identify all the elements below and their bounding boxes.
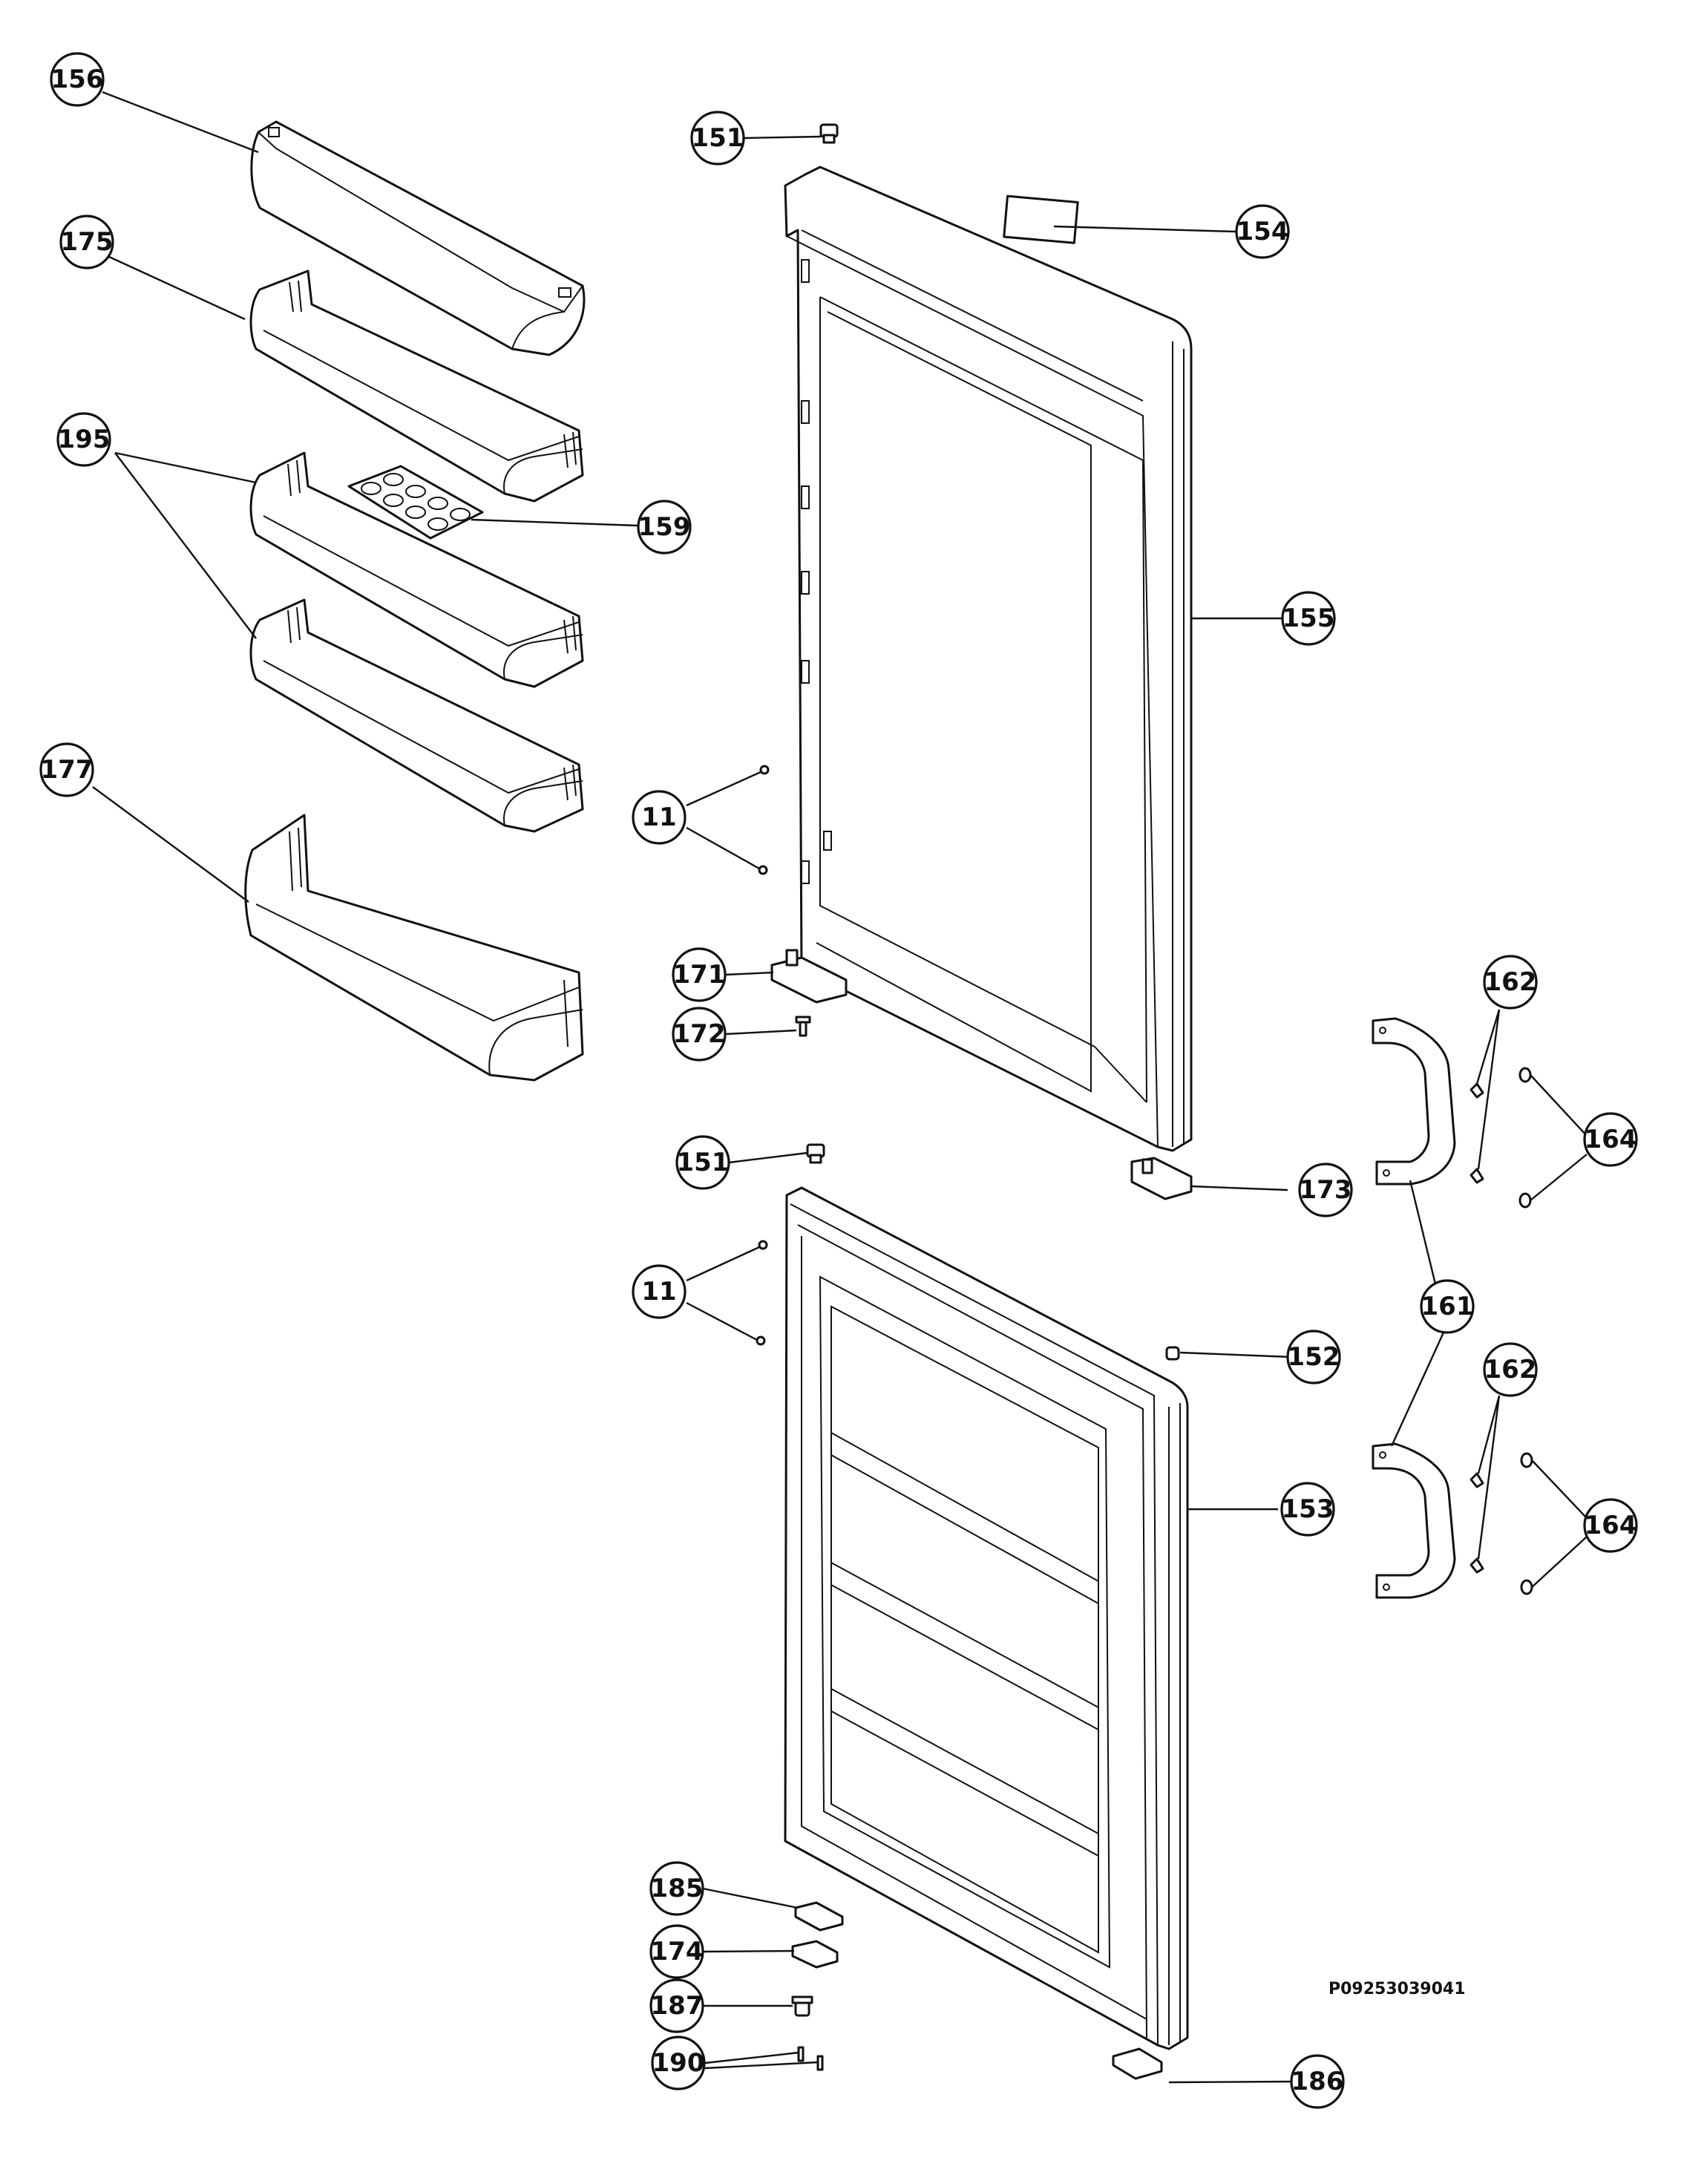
drawing-code: P09253039041	[1328, 1980, 1466, 1998]
svg-text:151: 151	[692, 123, 744, 153]
label-154	[1003, 194, 1079, 244]
hinge-171	[770, 949, 848, 1004]
callout-173: 173	[1298, 1163, 1353, 1217]
svg-text:174: 174	[651, 1937, 704, 1966]
svg-text:161: 161	[1421, 1292, 1474, 1321]
callout-195: 195	[56, 412, 111, 467]
door-shelf-195-upper	[249, 451, 584, 688]
callout-164-lower: 164	[1583, 1498, 1638, 1553]
svg-text:151: 151	[677, 1148, 730, 1177]
svg-text:156: 156	[51, 65, 104, 94]
callout-159: 159	[637, 500, 692, 555]
screws-162-lower	[1470, 1472, 1484, 1574]
callout-190: 190	[651, 2036, 706, 2090]
handle-161-upper	[1372, 1017, 1456, 1186]
callout-155: 155	[1281, 591, 1336, 646]
door-shelf-175	[249, 269, 584, 503]
hinge-173	[1130, 1157, 1193, 1200]
svg-text:162: 162	[1484, 967, 1537, 997]
screws-162-upper	[1470, 1082, 1484, 1184]
svg-text:11: 11	[641, 802, 676, 832]
callout-171: 171	[672, 947, 727, 1002]
callout-151-top: 151	[690, 111, 745, 166]
svg-text:164: 164	[1585, 1125, 1637, 1154]
callout-185: 185	[649, 1861, 704, 1916]
bottle-shelf-177	[244, 814, 584, 1082]
svg-text:162: 162	[1484, 1355, 1537, 1384]
callout-174: 174	[649, 1924, 704, 1979]
svg-text:152: 152	[1288, 1342, 1340, 1372]
callout-11-upper: 11	[632, 790, 687, 845]
plug-151-top	[819, 123, 839, 144]
callout-175: 175	[59, 215, 114, 269]
bracket-185	[794, 1901, 844, 1932]
bracket-174	[791, 1940, 839, 1969]
callout-186: 186	[1290, 2054, 1345, 2109]
callout-151-lower: 151	[675, 1135, 730, 1190]
callout-177: 177	[39, 742, 94, 797]
callout-152: 152	[1286, 1330, 1341, 1384]
upper-door-155	[784, 166, 1193, 1152]
svg-text:153: 153	[1282, 1494, 1334, 1524]
svg-text:190: 190	[652, 2048, 705, 2078]
svg-text:186: 186	[1291, 2067, 1344, 2096]
svg-text:164: 164	[1585, 1511, 1637, 1540]
callout-154: 154	[1235, 204, 1290, 259]
svg-text:185: 185	[651, 1874, 704, 1903]
egg-tray-159	[347, 465, 484, 540]
screw-11-upper-a	[759, 765, 770, 775]
screw-11-lower-b	[756, 1335, 766, 1346]
svg-text:175: 175	[61, 227, 114, 257]
svg-text:171: 171	[673, 960, 726, 990]
callout-172: 172	[672, 1007, 727, 1062]
pin-190	[797, 2046, 824, 2071]
plug-152	[1165, 1346, 1180, 1361]
caps-164-lower	[1520, 1452, 1533, 1595]
svg-text:195: 195	[58, 425, 111, 454]
svg-text:154: 154	[1236, 217, 1289, 246]
bushing-187	[791, 1995, 813, 2017]
callout-164-upper: 164	[1583, 1112, 1638, 1167]
svg-text:187: 187	[651, 1991, 704, 2021]
screw-11-upper-b	[758, 865, 768, 875]
bracket-186	[1112, 2047, 1163, 2080]
svg-text:11: 11	[641, 1277, 676, 1307]
lower-door-153	[784, 1186, 1189, 2050]
callout-187: 187	[649, 1978, 704, 2033]
svg-text:155: 155	[1282, 604, 1335, 633]
caps-164-upper	[1518, 1067, 1532, 1209]
svg-text:173: 173	[1300, 1175, 1352, 1205]
callout-162-upper: 162	[1483, 955, 1538, 1010]
callout-161: 161	[1420, 1279, 1475, 1334]
handle-161-lower	[1372, 1442, 1456, 1599]
svg-text:172: 172	[673, 1019, 726, 1049]
plug-151-lower	[806, 1143, 825, 1164]
svg-text:159: 159	[638, 512, 691, 542]
leader-lines	[92, 91, 1588, 2084]
shelf-cover-156	[250, 120, 586, 356]
screw-11-lower-a	[758, 1240, 768, 1250]
callout-156: 156	[50, 52, 105, 107]
callout-153: 153	[1280, 1482, 1335, 1537]
callout-162-lower: 162	[1483, 1342, 1538, 1397]
screw-172	[795, 1016, 811, 1037]
svg-text:177: 177	[41, 755, 94, 785]
door-shelf-195-lower	[249, 598, 584, 833]
callout-11-lower: 11	[632, 1264, 687, 1319]
